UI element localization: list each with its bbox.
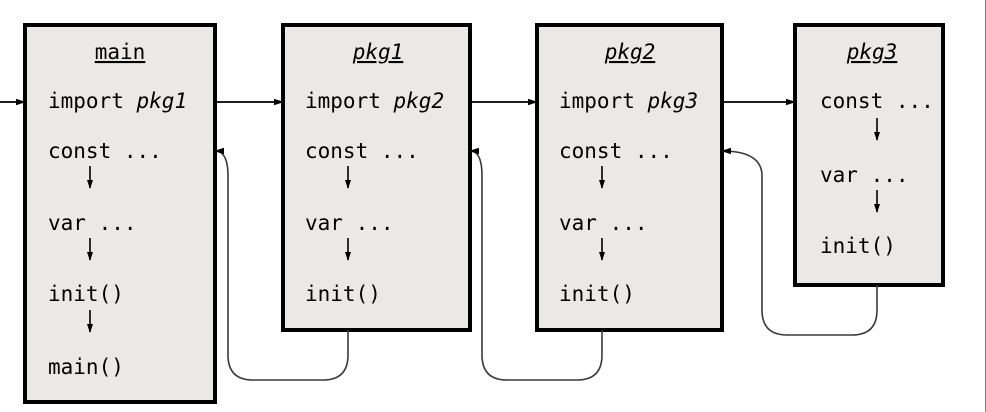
node-main-title: main: [95, 40, 146, 64]
node-pkg1-step-init: init(): [305, 282, 381, 306]
node-pkg3-title: pkg3: [846, 40, 898, 64]
node-pkg2-step-var: var ...: [559, 211, 648, 235]
node-main[interactable]: main import pkg1 const ... var ... init(…: [23, 23, 217, 404]
node-pkg1-rect: [281, 23, 472, 332]
node-pkg2-title: pkg2: [604, 40, 656, 64]
node-main-step-var: var ...: [48, 211, 137, 235]
node-pkg2-step-const: const ...: [559, 139, 673, 163]
node-pkg3-step-const: const ...: [820, 89, 934, 113]
node-main-step-mainfn: main(): [48, 355, 124, 379]
node-pkg1[interactable]: pkg1 import pkg2 const ... var ... init(…: [281, 23, 472, 332]
node-pkg1-step-import: import pkg2: [305, 89, 444, 113]
node-pkg1-title: pkg1: [352, 40, 404, 64]
node-pkg2-rect: [535, 23, 724, 332]
node-pkg3-step-init: init(): [820, 234, 896, 258]
node-pkg2-step-init: init(): [559, 282, 635, 306]
edge-pkg3-return-pkg2: [721, 147, 878, 336]
node-pkg2-step-import: import pkg3: [559, 89, 698, 113]
node-pkg1-step-var: var ...: [305, 211, 394, 235]
node-pkg2[interactable]: pkg2 import pkg3 const ... var ... init(…: [535, 23, 724, 332]
node-pkg1-step-const: const ...: [305, 139, 419, 163]
node-main-rect: [23, 23, 217, 404]
node-pkg3[interactable]: pkg3 const ... var ... init(): [793, 23, 945, 287]
node-pkg3-rect: [793, 23, 945, 287]
node-main-step-import: import pkg1: [48, 89, 187, 113]
node-main-step-init: init(): [48, 282, 124, 306]
edge-pkg1-return-main: [214, 147, 349, 381]
node-pkg3-step-var: var ...: [820, 163, 909, 187]
node-main-step-const: const ...: [48, 139, 162, 163]
edge-pkg2-return-pkg1: [469, 147, 603, 381]
